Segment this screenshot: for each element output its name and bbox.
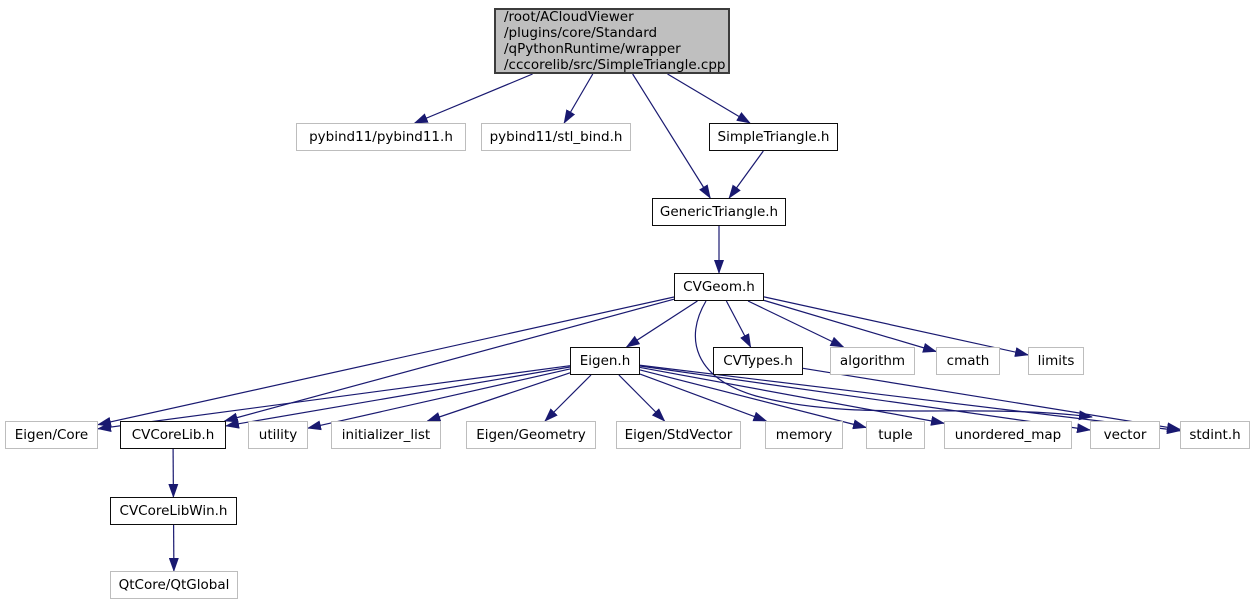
- node-cvgeom-h[interactable]: CVGeom.h: [674, 273, 764, 301]
- node-cvcorelibwin-h[interactable]: CVCoreLibWin.h: [110, 497, 237, 525]
- node-memory: memory: [765, 421, 843, 449]
- edge-eigen-h-to-memory: [639, 373, 768, 422]
- edge-simpletriangle-h-to-generictriangle-h: [728, 150, 764, 199]
- edge-cvgeom-h-to-cvcorelib-h: [223, 298, 675, 423]
- edge-cvgeom-h-to-eigen-h: [625, 300, 698, 348]
- node-pybind11: pybind11/pybind11.h: [296, 123, 466, 151]
- node-eigen-stdvector: Eigen/StdVector: [616, 421, 741, 449]
- edge-root-to-stl-bind: [563, 73, 594, 124]
- edge-eigen-h-to-unordered-map: [639, 366, 945, 426]
- node-eigen-geometry: Eigen/Geometry: [466, 421, 596, 449]
- edge-cvgeom-h-to-algorithm: [747, 300, 845, 348]
- node-qtcore-qtglobal: QtCore/QtGlobal: [110, 571, 238, 599]
- node-cvcorelib-h[interactable]: CVCoreLib.h: [120, 421, 226, 449]
- node-eigen-core: Eigen/Core: [5, 421, 98, 449]
- edge-cvgeom-h-to-limits: [763, 296, 1029, 357]
- edge-eigen-h-to-vector: [639, 365, 1091, 434]
- node-algorithm: algorithm: [830, 347, 915, 375]
- edge-cvtypes-h-to-stdint-h: [802, 367, 1181, 433]
- edge-cvgeom-h-to-vector: [694, 300, 1093, 421]
- node-eigen-h[interactable]: Eigen.h: [570, 347, 640, 375]
- edge-eigen-h-to-eigen-geometry: [544, 374, 592, 422]
- node-initializer-list: initializer_list: [331, 421, 441, 449]
- node-stl-bind: pybind11/stl_bind.h: [481, 123, 631, 151]
- edge-eigen-h-to-cvcorelib-h: [225, 366, 571, 429]
- node-unordered-map: unordered_map: [944, 421, 1072, 449]
- edge-root-to-simpletriangle-h: [667, 73, 751, 124]
- edge-eigen-h-to-utility: [307, 368, 571, 431]
- edge-cvgeom-h-to-cmath: [763, 299, 937, 353]
- edge-root-to-pybind11: [413, 73, 533, 124]
- node-cvtypes-h[interactable]: CVTypes.h: [713, 347, 803, 375]
- edge-eigen-h-to-tuple: [639, 369, 867, 430]
- edge-root-to-generictriangle-h: [632, 73, 711, 199]
- node-root: /root/ACloudViewer /plugins/core/Standar…: [494, 8, 730, 74]
- node-vector: vector: [1090, 421, 1160, 449]
- edge-eigen-h-to-stdint-h: [639, 364, 1181, 435]
- node-cmath: cmath: [936, 347, 1000, 375]
- node-tuple: tuple: [866, 421, 925, 449]
- edge-cvgeom-h-to-eigen-core: [97, 296, 675, 427]
- node-utility: utility: [248, 421, 308, 449]
- edge-eigen-h-to-initializer-list: [426, 372, 571, 422]
- node-simpletriangle-h[interactable]: SimpleTriangle.h: [709, 123, 838, 151]
- edge-eigen-h-to-eigen-stdvector: [618, 374, 666, 422]
- edge-cvgeom-h-to-cvtypes-h: [725, 300, 752, 348]
- edge-eigen-h-to-eigen-core: [97, 365, 571, 433]
- node-generictriangle-h[interactable]: GenericTriangle.h: [652, 198, 786, 226]
- node-limits: limits: [1028, 347, 1084, 375]
- node-stdint-h: stdint.h: [1180, 421, 1250, 449]
